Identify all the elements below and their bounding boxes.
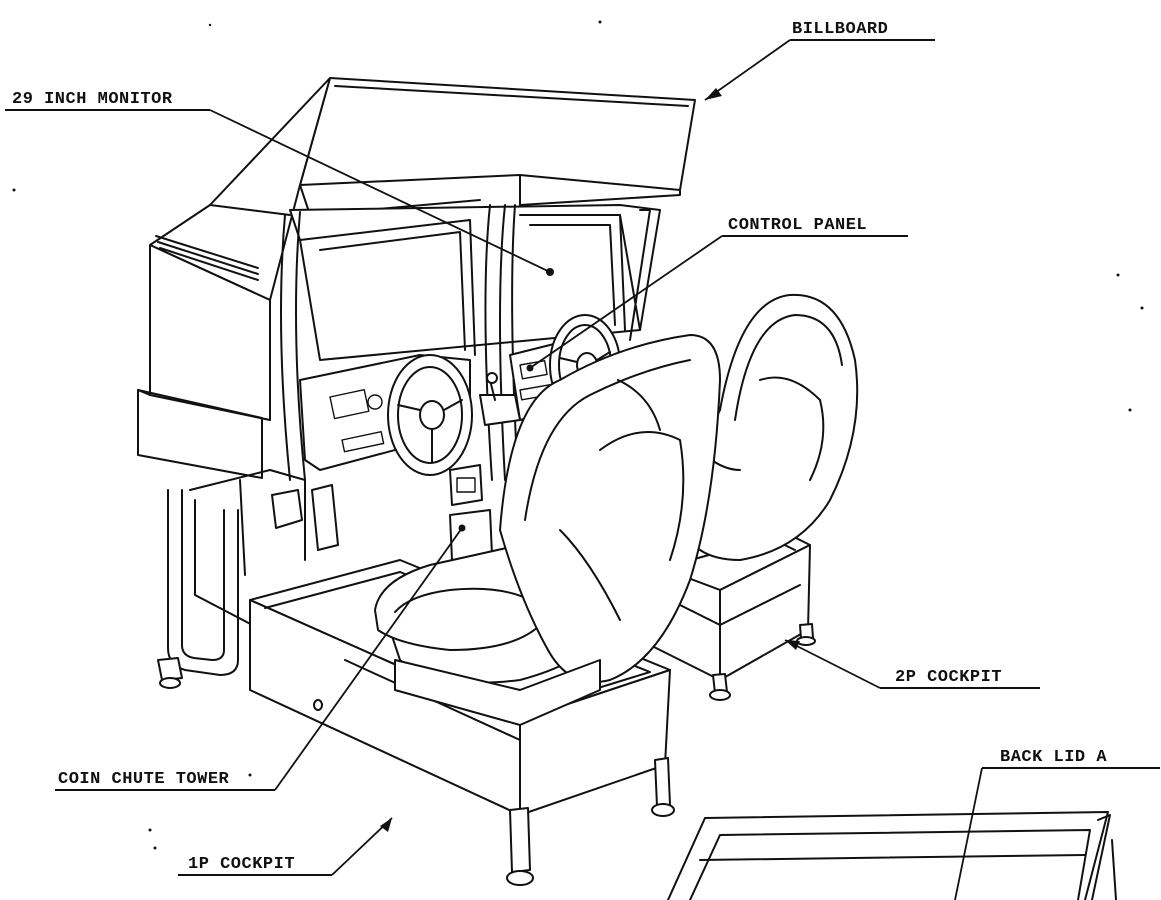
scan-specks [12,20,1144,850]
label-1p-cockpit: 1P COCKPIT [188,855,295,874]
label-back-lid-a: BACK LID A [1000,748,1107,767]
pedal-area-1p [189,469,339,651]
label-billboard: BILLBOARD [792,20,888,39]
seat-1p [374,334,721,726]
callout-leaders [5,39,1160,900]
frame-tube [157,489,239,689]
label-29-inch-monitor: 29 INCH MONITOR [12,90,173,109]
callout-labels: BILLBOARD 29 INCH MONITOR CONTROL PANEL … [12,20,1107,874]
back-lid-a [667,811,1117,900]
label-coin-chute-tower: COIN CHUTE TOWER [58,770,230,789]
label-control-panel: CONTROL PANEL [728,216,867,235]
label-2p-cockpit: 2P COCKPIT [895,668,1002,687]
cabinet-left-side [149,244,271,421]
cabinet-body [137,77,696,561]
